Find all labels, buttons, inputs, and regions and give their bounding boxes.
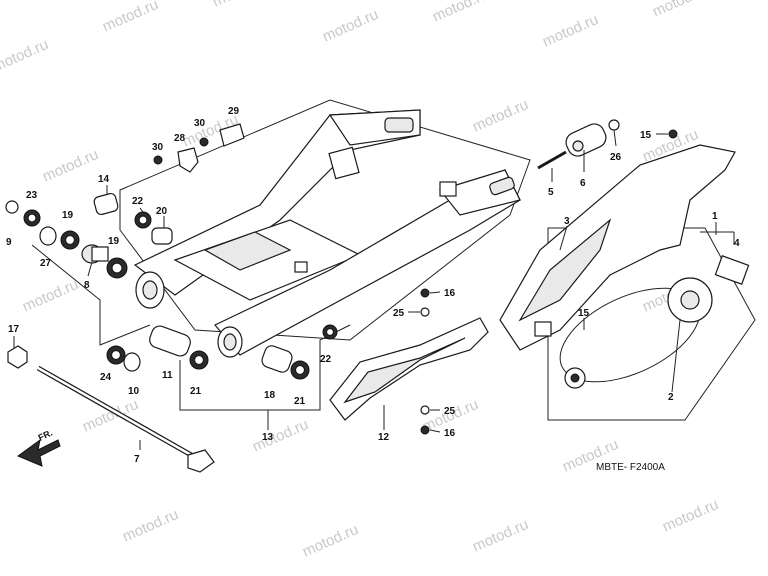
swingarm-group-frame bbox=[119, 99, 531, 341]
callout-20: 20 bbox=[156, 206, 168, 217]
callout-27: 27 bbox=[40, 258, 52, 269]
drawing-code: MBTE- F2400A bbox=[596, 462, 665, 473]
swingarm bbox=[133, 109, 521, 358]
leader-lines bbox=[13, 129, 735, 450]
bolt-30b bbox=[199, 137, 209, 147]
callout-28: 28 bbox=[174, 133, 186, 144]
callout-15-chain: 15 bbox=[578, 308, 590, 319]
callout-7: 7 bbox=[134, 454, 140, 465]
bearing-20 bbox=[151, 227, 173, 245]
callout-19-lower: 19 bbox=[108, 236, 120, 247]
callout-16-upper: 16 bbox=[444, 288, 456, 299]
collar-27 bbox=[39, 226, 57, 246]
callout-5: 5 bbox=[548, 187, 554, 198]
callout-15-guard: 15 bbox=[640, 130, 652, 141]
front-label: FR. bbox=[37, 428, 54, 443]
callout-9: 9 bbox=[6, 237, 12, 248]
pivot-bearing-group-frame bbox=[31, 244, 151, 346]
bolt-15a bbox=[668, 129, 678, 139]
clamp-29 bbox=[219, 123, 245, 147]
collar-10 bbox=[123, 352, 141, 372]
callout-24: 24 bbox=[100, 372, 112, 383]
callout-16-lower: 16 bbox=[444, 428, 456, 439]
callout-2: 2 bbox=[668, 392, 674, 403]
master-link-4 bbox=[714, 255, 750, 285]
callout-25-lower: 25 bbox=[444, 406, 456, 417]
chain-adjuster-6 bbox=[565, 123, 607, 157]
callout-30-right: 30 bbox=[194, 118, 206, 129]
callout-1: 1 bbox=[712, 211, 718, 222]
bushing-14 bbox=[93, 192, 119, 216]
nut-26 bbox=[608, 119, 620, 131]
callout-4: 4 bbox=[734, 238, 740, 249]
callout-22-lower: 22 bbox=[320, 354, 332, 365]
callout-11: 11 bbox=[162, 370, 173, 381]
front-direction-arrow bbox=[16, 438, 61, 467]
callout-labels: 1 2 3 4 5 6 7 8 9 10 11 12 13 14 15 15 1… bbox=[6, 106, 740, 465]
callout-13: 13 bbox=[262, 432, 274, 443]
pivot-bolt bbox=[36, 365, 215, 473]
callout-12: 12 bbox=[378, 432, 390, 443]
callout-30-left: 30 bbox=[152, 142, 164, 153]
callout-25-upper: 25 bbox=[393, 308, 405, 319]
bolt-16b bbox=[420, 425, 430, 435]
callout-23: 23 bbox=[26, 190, 38, 201]
washer-25a bbox=[420, 307, 430, 317]
washer-25b bbox=[420, 405, 430, 415]
chain-slider-12 bbox=[329, 317, 489, 421]
pivot-nut bbox=[7, 345, 28, 369]
callout-14: 14 bbox=[98, 174, 110, 185]
callout-19-upper: 19 bbox=[62, 210, 74, 221]
callout-6: 6 bbox=[580, 178, 586, 189]
callout-18: 18 bbox=[264, 390, 276, 401]
callout-21-right: 21 bbox=[294, 396, 306, 407]
dust-seal-9 bbox=[5, 200, 19, 214]
callout-21-left: 21 bbox=[190, 386, 202, 397]
callout-26: 26 bbox=[610, 152, 622, 163]
bolt-16a bbox=[420, 288, 430, 298]
callout-29: 29 bbox=[228, 106, 240, 117]
callout-3: 3 bbox=[564, 216, 570, 227]
collar-11 bbox=[149, 325, 191, 357]
collar-18 bbox=[261, 345, 293, 373]
clamp-28 bbox=[177, 147, 199, 173]
callout-17: 17 bbox=[8, 324, 20, 335]
callout-8: 8 bbox=[84, 280, 90, 291]
callout-22-upper: 22 bbox=[132, 196, 144, 207]
callout-10: 10 bbox=[128, 386, 140, 397]
bolt-30a bbox=[153, 155, 163, 165]
